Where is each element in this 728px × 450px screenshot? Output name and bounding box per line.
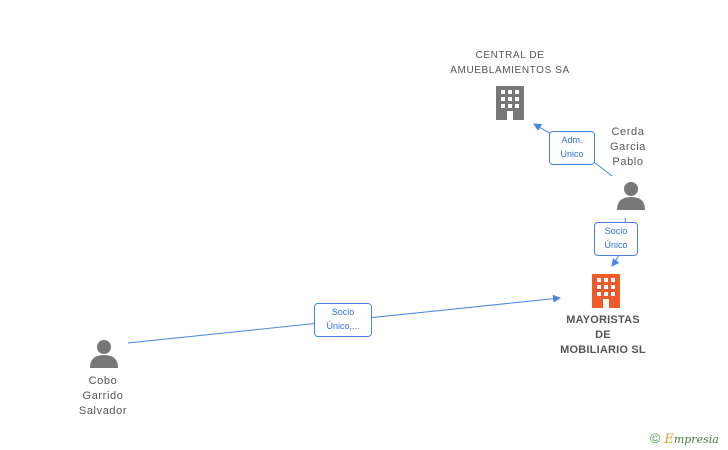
empresia-watermark: ©Empresia — [650, 430, 719, 447]
mayoristas-label-line-1: MAYORISTAS — [566, 314, 640, 326]
mayoristas-company-label: MAYORISTAS DE MOBILIARIO SL — [548, 313, 658, 358]
cobo-label-line-2: Garrido — [82, 390, 124, 402]
edge-label-socio-unico[interactable]: Socio Único — [594, 222, 638, 256]
edge-adm-line-2: Unico — [560, 149, 584, 159]
brand-logo: Empresia — [664, 432, 719, 447]
cerda-label-line-1: Cerda — [611, 126, 645, 138]
cobo-label-line-3: Salvador — [78, 405, 128, 417]
central-company-label: CENTRAL DE AMUEBLAMIENTOS SA — [430, 48, 590, 78]
edge-label-socio-cobo[interactable]: Socio Único,... — [314, 303, 372, 337]
edge-adm-line-1: Adm. — [561, 135, 583, 145]
edge-socio-cobo-line-2: Único,... — [326, 321, 360, 331]
mayoristas-label-line-2: DE — [595, 329, 611, 341]
cerda-label-line-3: Pablo — [612, 156, 644, 168]
copyright-icon: © — [650, 430, 661, 446]
brand-first-letter: E — [664, 432, 674, 447]
main-building-icon[interactable] — [590, 272, 622, 308]
edge-socio-cobo-line-1: Socio — [331, 307, 355, 317]
brand-rest: mpresia — [673, 433, 719, 446]
cobo-label-line-1: Cobo — [88, 375, 118, 387]
edge-socio-line-2: Único — [604, 240, 628, 250]
cerda-label-line-2: Garcia — [610, 141, 646, 153]
edge-label-adm-unico[interactable]: Adm. Unico — [549, 131, 595, 165]
mayoristas-label-line-3: MOBILIARIO SL — [560, 344, 646, 356]
cobo-person-label: Cobo Garrido Salvador — [68, 374, 138, 419]
central-label-line-1: CENTRAL DE — [475, 50, 545, 61]
cerda-person-label: Cerda Garcia Pablo — [598, 125, 658, 170]
person-icon[interactable] — [89, 338, 119, 368]
edge-socio-line-1: Socio — [604, 226, 628, 236]
central-label-line-2: AMUEBLAMIENTOS SA — [450, 65, 570, 76]
building-icon[interactable] — [494, 84, 526, 120]
person-icon[interactable] — [616, 180, 646, 210]
